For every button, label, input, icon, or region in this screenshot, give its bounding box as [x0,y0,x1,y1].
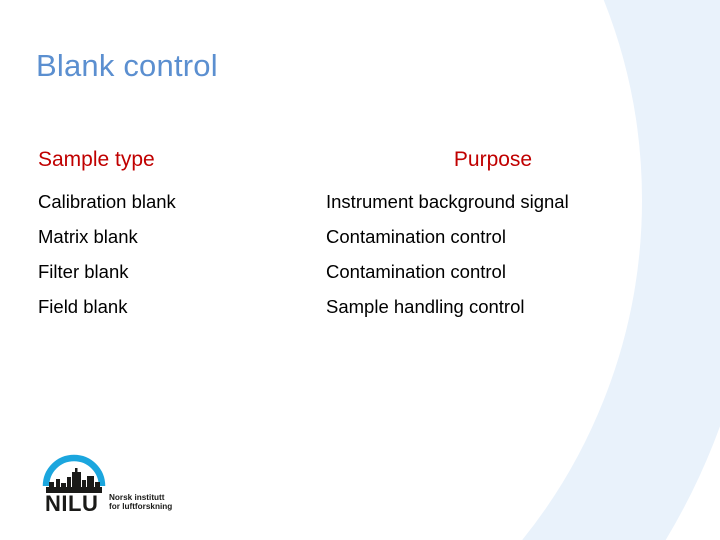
logo-tagline-line1: Norsk institutt [109,493,165,502]
cell-sample-type: Matrix blank [38,226,138,247]
column-header-sample-type: Sample type [38,148,155,171]
table-row: Field blank Sample handling control [38,289,688,324]
table-header-row: Sample type Purpose [38,148,688,172]
cell-sample-type: Filter blank [38,261,129,282]
logo-tagline-line2: for luftforskning [109,502,172,511]
table-row: Matrix blank Contamination control [38,219,688,254]
cell-purpose: Sample handling control [326,296,525,317]
cell-sample-type: Calibration blank [38,191,176,212]
column-header-purpose: Purpose [453,148,533,171]
table-row: Filter blank Contamination control [38,254,688,289]
skyline-icon [46,468,102,493]
arc-icon [42,454,106,487]
nilu-logo: NILU Norsk institutt for luftforskning [42,446,172,514]
blank-control-table: Sample type Purpose Calibration blank In… [38,148,688,324]
table-row: Calibration blank Instrument background … [38,184,688,219]
logo-wordmark: NILU [45,491,98,514]
cell-purpose: Instrument background signal [326,191,569,212]
page-title: Blank control [36,48,218,83]
cell-purpose: Contamination control [326,226,506,247]
cell-purpose: Contamination control [326,261,506,282]
cell-sample-type: Field blank [38,296,128,317]
